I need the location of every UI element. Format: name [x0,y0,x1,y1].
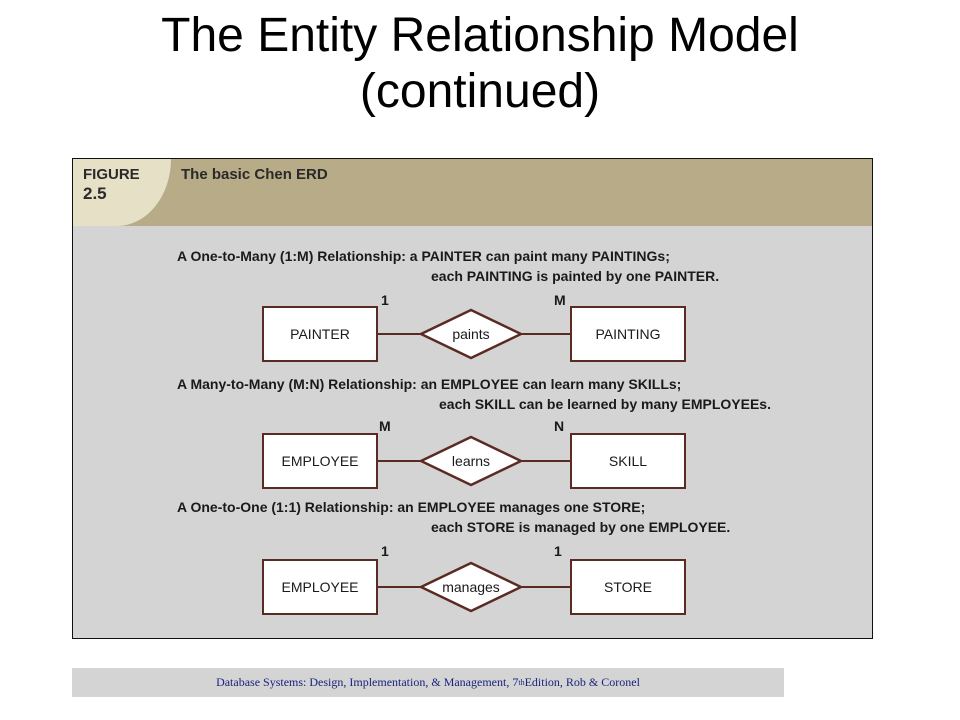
diamond-shape [419,561,523,613]
right-cardinality: M [554,292,566,308]
left-cardinality: 1 [381,543,389,559]
figure-header: FIGURE 2.5 The basic Chen ERD [73,159,872,226]
description-line-2: each STORE is managed by one EMPLOYEE. [431,519,731,535]
entity-box: PAINTER [262,306,378,362]
entity-box: SKILL [570,433,686,489]
figure-caption: The basic Chen ERD [181,166,328,183]
figure-label-word: FIGURE [83,166,140,183]
description-line-1: A One-to-Many (1:M) Relationship: a PAIN… [177,248,670,264]
relationship-description-1: A One-to-Many (1:M) Relationship: a PAIN… [177,246,719,286]
slide-title-line-1: The Entity Relationship Model [161,9,799,62]
figure-label-number: 2.5 [83,184,107,203]
relationship-name: manages [442,579,500,595]
description-line-2: each SKILL can be learned by many EMPLOY… [439,396,771,412]
left-cardinality: M [379,418,391,434]
entity-box: STORE [570,559,686,615]
right-cardinality: 1 [554,543,562,559]
entity-box: EMPLOYEE [262,559,378,615]
description-line-2: each PAINTING is painted by one PAINTER. [431,268,720,284]
slide-title-line-2: (continued) [359,65,601,118]
figure-panel: FIGURE 2.5 The basic Chen ERD A One-to-M… [72,158,873,639]
left-cardinality: 1 [381,292,389,308]
description-line-1: A Many-to-Many (M:N) Relationship: an EM… [177,376,682,392]
relationship-name: paints [452,326,490,342]
slide-title: The Entity Relationship Model (continued… [0,8,960,120]
diamond-shape [419,308,523,360]
relationship-diamond: manages [419,561,523,613]
right-cardinality: N [554,418,565,434]
relationship-description-2: A Many-to-Many (M:N) Relationship: an EM… [177,374,771,414]
entity-box: EMPLOYEE [262,433,378,489]
relationship-description-3: A One-to-One (1:1) Relationship: an EMPL… [177,497,730,537]
description-line-1: A One-to-One (1:1) Relationship: an EMPL… [177,499,646,515]
diamond-shape [419,435,523,487]
figure-label: FIGURE 2.5 [83,165,140,203]
footer-text-after: Edition, Rob & Coronel [524,675,640,689]
entity-box: PAINTING [570,306,686,362]
relationship-diamond: paints [419,308,523,360]
footer-citation: Database Systems: Design, Implementation… [72,668,784,697]
footer-superscript: th [518,678,525,687]
relationship-diamond: learns [419,435,523,487]
relationship-name: learns [451,453,491,469]
footer-text-before: Database Systems: Design, Implementation… [216,675,519,689]
